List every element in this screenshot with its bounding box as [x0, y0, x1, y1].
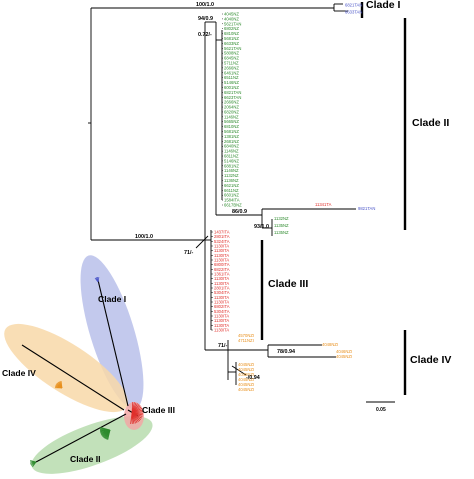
tip-labels-clade-ii: 4045NZ4040NZ5621TAN6802NZ6810NZ5681NZ663… — [224, 12, 242, 208]
clade-labels: Clade I Clade II Clade III Clade IV — [268, 0, 451, 366]
tip-label: 6821TAN — [345, 3, 362, 8]
label-clade-i: Clade I — [366, 0, 401, 11]
tip-label: 6617BNZ — [224, 203, 242, 208]
tip-label: 11341TA — [315, 202, 332, 207]
scale-bar-label: 0.05 — [376, 407, 386, 413]
support-clade-ii-inner: 0.72/- — [198, 32, 212, 38]
tip-label: 6633TAN — [345, 10, 362, 15]
tip-label: 4045NZI — [336, 354, 352, 359]
radial-label-clade-iv: Clade IV — [2, 368, 36, 378]
support-clade-iv-node: -/0.94 — [246, 375, 260, 381]
radial-tree-inset: Clade I Clade IV Clade III Clade II — [0, 249, 175, 474]
support-clade-iv-sub: 78/0.94 — [277, 349, 295, 355]
tip-labels-clade-iii: 1437ITA2801ITA5324ITA1130ITA1130ITA1130I… — [214, 230, 230, 333]
arrow-clade-iii — [196, 236, 208, 248]
tip-label: 4045NZI — [238, 387, 254, 392]
label-clade-iii: Clade III — [268, 278, 308, 290]
radial-label-clade-iii: Clade III — [142, 405, 175, 415]
radial-label-clade-ii: Clade II — [70, 454, 101, 464]
tip-label: 9821TAN — [358, 206, 375, 211]
radial-label-clade-i: Clade I — [98, 294, 126, 304]
support-clade-ii-top: 94/0.9 — [198, 16, 213, 22]
support-root-clade-i: 100/1.0 — [196, 2, 214, 8]
tip-label: 4711NZI — [238, 338, 254, 343]
support-clade-iii-node: 71/- — [184, 250, 193, 256]
support-clade-ii-sub: 86/0.9 — [232, 209, 247, 215]
tip-labels-clade-i: 6821TAN 6633TAN — [345, 3, 362, 15]
label-clade-ii: Clade II — [412, 117, 449, 129]
support-clade-iv-base: 71/- — [218, 343, 227, 349]
support-clade-iii-base: 100/1.0 — [135, 234, 153, 240]
tip-label: 1135NZ — [274, 223, 289, 228]
tip-label: 4048NZI — [322, 342, 338, 347]
tip-labels-clade-iv: 4570NZI4711NZI4048NZI4046NZI4045NZI4045N… — [238, 333, 352, 392]
tip-label: 1132NZ — [274, 216, 289, 221]
tip-labels-clade-ii-sub: 11341TA 9821TAN 1132NZ 1135NZ 1135NZ — [274, 202, 375, 235]
label-clade-iv: Clade IV — [410, 354, 451, 366]
tip-label: 1135NZ — [274, 230, 289, 235]
support-clade-ii-sub2: 93/1.0 — [254, 224, 269, 230]
tip-label: 1130ITA — [214, 328, 229, 333]
